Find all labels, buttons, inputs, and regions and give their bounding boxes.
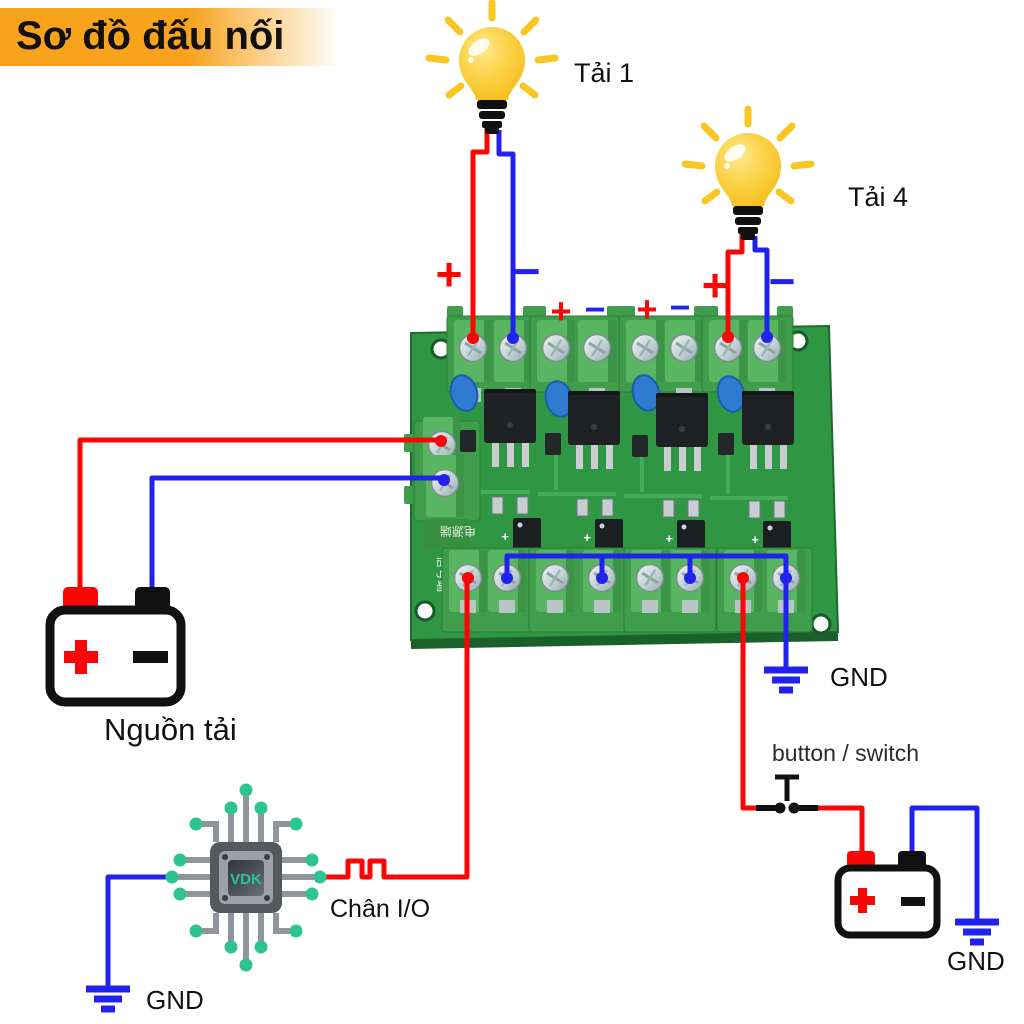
- chip-pins: [178, 796, 314, 959]
- wire-switch-in: [740, 580, 756, 811]
- svg-text:+: +: [583, 530, 591, 545]
- title-banner: Sơ đồ đấu nối: [0, 8, 340, 66]
- ch4-plus-label: +: [701, 259, 729, 312]
- load4-label: Tải 4: [848, 182, 909, 212]
- terminal-pair-bottom-4: [716, 547, 813, 633]
- ch3-minus-label: −: [669, 286, 691, 328]
- wire-supply-positive: [77, 437, 440, 592]
- wire-supply-negative: [149, 475, 443, 592]
- chip-pin-dots: [165, 783, 327, 972]
- wire-load4-positive: [725, 232, 745, 340]
- ch3-plus-label: +: [636, 288, 658, 330]
- load1-label: Tải 1: [574, 58, 635, 88]
- connection-dots-blue: [438, 331, 792, 584]
- wire-io-signal: [320, 582, 470, 880]
- svg-text:+: +: [665, 531, 673, 546]
- pcb-board: + + + + 电源端 信号端: [404, 306, 840, 649]
- gnd-control-label: GND: [947, 946, 1005, 976]
- terminal-pair-top-4: [701, 306, 794, 402]
- light-bulb-load4-icon: [685, 109, 811, 240]
- wire-load4-negative: [752, 236, 770, 340]
- terminal-pair-bottom-1: [441, 547, 534, 633]
- wire-switch-out: [818, 805, 865, 854]
- push-button-icon: [756, 774, 818, 814]
- svg-text:+: +: [501, 529, 509, 544]
- ground-symbol-control: [955, 922, 999, 942]
- smd-resistor: [491, 496, 786, 519]
- battery-control-icon: [834, 851, 941, 939]
- mcu-label: VDK: [230, 871, 262, 888]
- battery-plus-symbol: [64, 640, 98, 674]
- battery-minus-symbol: [133, 651, 168, 663]
- ch1-plus-label: +: [435, 248, 463, 301]
- battery-minus-symbol: [901, 897, 925, 906]
- ch4-minus-label: −: [768, 255, 796, 308]
- microcontroller-chip-icon: VDK: [165, 783, 327, 972]
- ch2-minus-label: −: [584, 288, 606, 330]
- gnd-board-label: GND: [830, 662, 888, 692]
- terminal-blocks-top: [446, 306, 794, 402]
- page-title: Sơ đồ đấu nối: [16, 14, 285, 58]
- channel-components: + + + +: [449, 374, 794, 558]
- svg-text:+: +: [751, 532, 759, 547]
- terminal-pair-top-2: [529, 306, 624, 402]
- silkscreen-power-label: 电源端: [440, 524, 476, 538]
- light-bulb-load1-icon: [429, 3, 555, 134]
- signal-ground-bus: [504, 553, 789, 668]
- button-switch-label: button / switch: [772, 740, 920, 766]
- sot-transistor: [460, 430, 734, 457]
- wire-load1-positive: [470, 124, 490, 340]
- load-supply-label: Nguồn tải: [104, 712, 237, 747]
- gnd-mcu-label: GND: [146, 985, 204, 1015]
- ground-symbol-mcu: [86, 989, 130, 1009]
- wire-control-negative: [909, 805, 980, 920]
- battery-load-supply-icon: [45, 587, 186, 707]
- terminal-pair-bottom-2: [528, 547, 629, 633]
- io-pin-label: Chân I/O: [330, 895, 431, 923]
- terminal-blocks-bottom: [441, 547, 813, 633]
- connection-dots-red: [435, 331, 749, 584]
- opto-silkscreen-plus: + + + +: [501, 529, 759, 547]
- battery-plus-symbol: [850, 888, 875, 913]
- terminal-pair-bottom-3: [623, 547, 717, 633]
- board-edge: [411, 632, 838, 649]
- ch2-plus-label: +: [550, 290, 572, 332]
- red-wires: [77, 124, 865, 880]
- ch1-minus-label: −: [513, 245, 541, 298]
- wire-mcu-ground: [105, 874, 172, 986]
- wire-load1-negative: [496, 130, 516, 340]
- ground-symbol-board: [764, 670, 808, 690]
